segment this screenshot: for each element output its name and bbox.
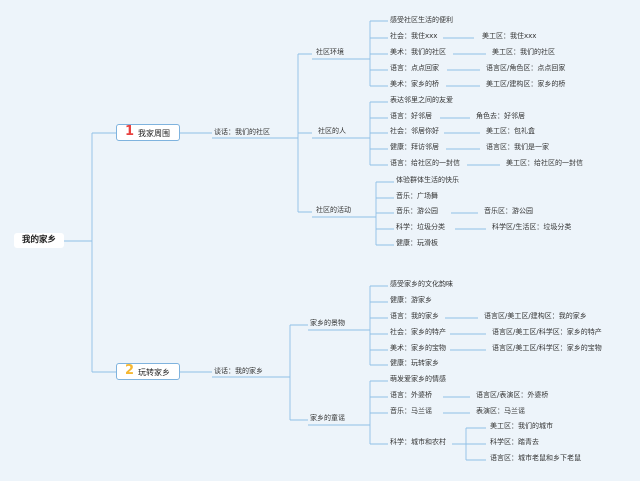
sub-topic-node[interactable]: 社区的活动 [316,206,351,214]
activity-item[interactable]: 语言：给社区的一封信 [390,159,460,167]
area-item[interactable]: 语言区/美工区/建构区：我的家乡 [484,312,587,320]
area-item[interactable]: 美工区：我们的城市 [490,422,553,430]
area-item[interactable]: 音乐区：游公园 [484,207,533,215]
root-node[interactable]: 我的家乡 [14,233,64,248]
activity-item[interactable]: 语言：我的家乡 [390,312,439,320]
talk-node[interactable]: 谈话：我们的社区 [214,128,270,136]
activity-item[interactable]: 体验群体生活的快乐 [396,176,459,184]
activity-item[interactable]: 科学：垃圾分类 [396,223,445,231]
area-item[interactable]: 角色去：好邻居 [476,112,525,120]
activity-item[interactable]: 社会：家乡的特产 [390,328,446,336]
sub-topic-node[interactable]: 家乡的童谣 [310,414,345,422]
branch-2-number: 2 [125,363,135,378]
activity-item[interactable]: 音乐：马兰谣 [390,407,432,415]
activity-item[interactable]: 语言：好邻居 [390,112,432,120]
branch-1-number: 1 [125,124,135,139]
area-item[interactable]: 美工区：我们的社区 [492,48,555,56]
branch-2-label: 玩转家乡 [138,368,170,377]
activity-item[interactable]: 科学：城市和农村 [390,438,446,446]
area-item[interactable]: 语言区：我们是一家 [486,143,549,151]
branch-2-node[interactable]: 2 玩转家乡 [116,363,180,380]
activity-item[interactable]: 健康：玩转家乡 [390,359,439,367]
area-item[interactable]: 美工区：我住xxx [482,32,537,40]
area-item[interactable]: 美工区/建构区：家乡的桥 [486,80,566,88]
activity-item[interactable]: 感受社区生活的便利 [390,16,453,24]
area-item[interactable]: 科学区：踏青去 [490,438,539,446]
branch-1-node[interactable]: 1 我家周围 [116,124,180,141]
activity-item[interactable]: 语言：外婆桥 [390,391,432,399]
activity-item[interactable]: 语言：点点回家 [390,64,439,72]
area-item[interactable]: 美工区：给社区的一封信 [506,159,583,167]
talk-node[interactable]: 谈话：我的家乡 [214,367,263,375]
sub-topic-node[interactable]: 社区的人 [318,127,346,135]
activity-item[interactable]: 表达邻里之间的友爱 [390,96,453,104]
branch-1-label: 我家周围 [138,129,170,138]
activity-item[interactable]: 社会：邻居你好 [390,127,439,135]
activity-item[interactable]: 社会：我住xxx [390,32,438,40]
activity-item[interactable]: 感受家乡的文化韵味 [390,280,453,288]
area-item[interactable]: 表演区：马兰谣 [476,407,525,415]
activity-item[interactable]: 健康：拜访邻居 [390,143,439,151]
area-item[interactable]: 科学区/生活区：垃圾分类 [492,223,572,231]
area-item[interactable]: 语言区/美工区/科学区：家乡的特产 [492,328,602,336]
area-item[interactable]: 语言区：城市老鼠和乡下老鼠 [490,454,581,462]
activity-item[interactable]: 美术：家乡的桥 [390,80,439,88]
sub-topic-node[interactable]: 家乡的景物 [310,319,345,327]
activity-item[interactable]: 美术：家乡的宝物 [390,344,446,352]
sub-topic-node[interactable]: 社区环境 [316,48,344,56]
area-item[interactable]: 语言区/表演区：外婆桥 [476,391,549,399]
activity-item[interactable]: 美术：我们的社区 [390,48,446,56]
activity-item[interactable]: 健康：游家乡 [390,296,432,304]
area-item[interactable]: 美工区：包礼盒 [486,127,535,135]
area-item[interactable]: 语言区/美工区/科学区：家乡的宝物 [492,344,602,352]
activity-item[interactable]: 萌发爱家乡的情感 [390,375,446,383]
activity-item[interactable]: 音乐：广场舞 [396,192,438,200]
activity-item[interactable]: 健康：玩滑板 [396,239,438,247]
activity-item[interactable]: 音乐：游公园 [396,207,438,215]
area-item[interactable]: 语言区/角色区：点点回家 [486,64,566,72]
